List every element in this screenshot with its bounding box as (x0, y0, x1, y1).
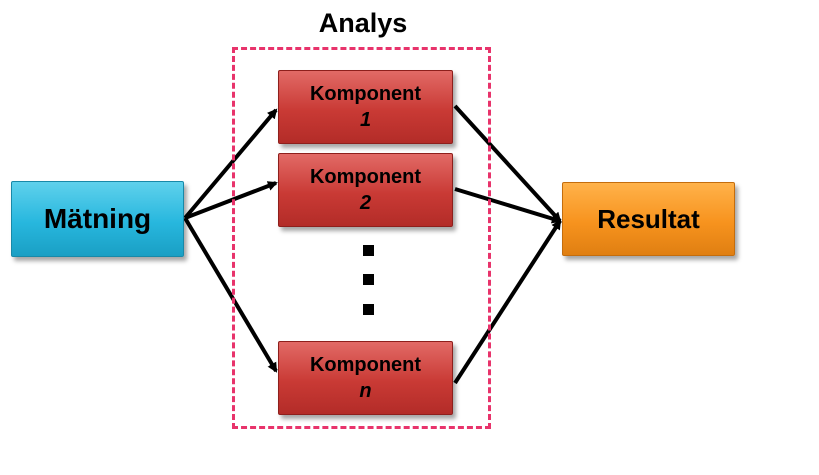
component-index: 1 (359, 109, 372, 131)
arrow-comp-2-to-result (454, 187, 562, 224)
ellipsis-dot (363, 274, 374, 285)
measurement-box: Mätning (11, 181, 184, 257)
component-box-1: Komponent 1 (278, 70, 453, 144)
result-box: Resultat (562, 182, 735, 256)
component-label: Komponent (309, 166, 422, 188)
component-index: n (359, 380, 372, 402)
result-label: Resultat (597, 203, 700, 234)
ellipsis-dot (363, 245, 374, 256)
arrow-measure-to-comp-2 (184, 181, 278, 220)
component-box-2: Komponent 2 (278, 153, 453, 227)
arrow-measure-to-comp-n (183, 216, 278, 373)
component-box-n: Komponent n (278, 341, 453, 415)
component-index: 2 (359, 192, 372, 214)
component-label: Komponent (309, 354, 422, 376)
arrow-comp-1-to-result (453, 104, 562, 223)
component-label: Komponent (309, 83, 422, 105)
measurement-label: Mätning (43, 203, 152, 234)
diagram-title: Analys (318, 8, 408, 38)
arrow-comp-n-to-result (453, 219, 562, 385)
ellipsis-dot (363, 304, 374, 315)
arrow-measure-to-comp-1 (183, 108, 278, 220)
analysis-frame (232, 47, 491, 429)
